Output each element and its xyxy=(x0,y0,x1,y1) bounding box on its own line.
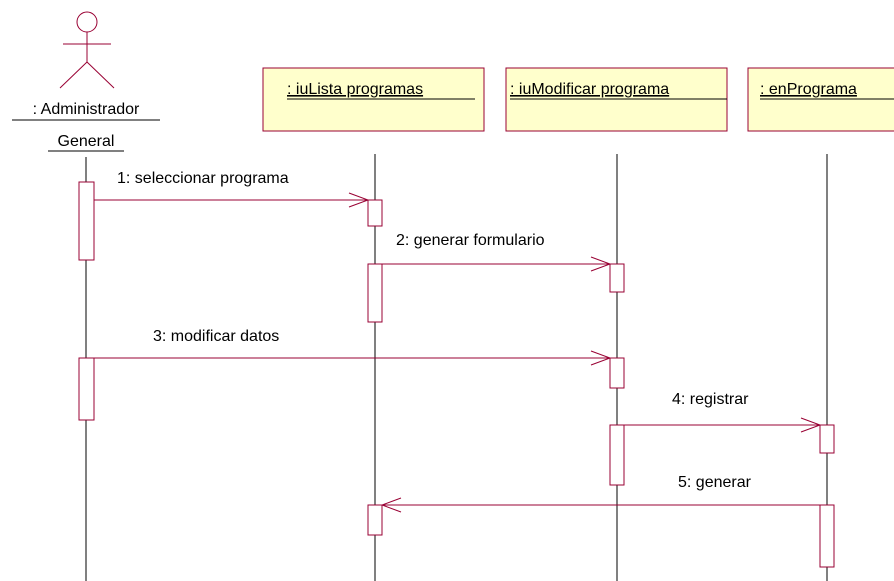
activation-actor-2 xyxy=(78,357,95,421)
activation-enprograma-1 xyxy=(819,424,835,454)
activation-iumodificar-1 xyxy=(609,263,625,293)
message-5-label: 5: generar xyxy=(678,474,752,491)
message-4-arrowhead xyxy=(800,417,822,433)
object-name-iulista: : iuLista programas xyxy=(287,81,423,98)
actor-figure xyxy=(59,11,115,89)
message-4-label: 4: registrar xyxy=(672,391,749,408)
actor-name-line1: : Administrador xyxy=(33,101,140,118)
message-3-label: 3: modificar datos xyxy=(153,328,279,345)
activation-iumodificar-3 xyxy=(609,424,625,486)
message-5-arrowhead xyxy=(380,497,402,513)
message-2-arrowhead xyxy=(590,256,612,272)
actor-name-line2: General xyxy=(58,133,115,150)
activation-enprograma-2 xyxy=(819,504,835,568)
activation-iulista-1 xyxy=(367,199,383,227)
message-2-label: 2: generar formulario xyxy=(396,232,545,249)
message-3-arrowhead xyxy=(590,350,612,366)
activation-iulista-2 xyxy=(367,263,383,323)
activation-actor-1 xyxy=(78,181,95,261)
message-1-arrowhead xyxy=(348,192,370,208)
object-name-enprograma: : enPrograma xyxy=(760,81,857,98)
object-name-iumodificar: : iuModificar programa xyxy=(510,81,669,98)
activation-iulista-3 xyxy=(367,504,383,536)
message-1-label: 1: seleccionar programa xyxy=(117,170,289,187)
activation-iumodificar-2 xyxy=(609,357,625,389)
